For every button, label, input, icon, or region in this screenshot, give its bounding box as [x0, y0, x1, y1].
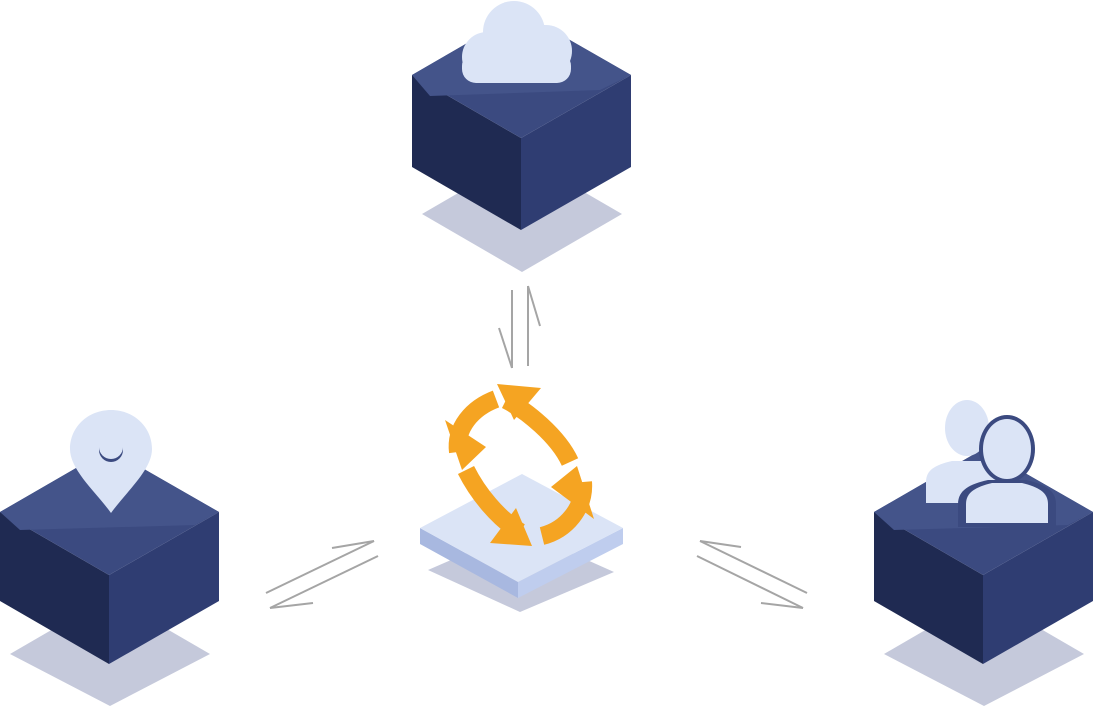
cloud-node-left-face: [412, 75, 521, 230]
connector-users-hub: [696, 540, 808, 609]
location-node: [0, 410, 219, 706]
connector-location-hub: [265, 540, 379, 609]
users-node-right-face: [983, 512, 1093, 664]
sync-hub-node: [420, 384, 623, 612]
users-icon: [926, 400, 1056, 527]
sync-hub-side-left: [420, 528, 518, 598]
location-pin-icon: [70, 410, 152, 513]
sync-hub-side-right: [518, 528, 623, 598]
users-node-left-face: [874, 512, 983, 664]
cloud-node-right-face: [521, 75, 631, 230]
connector-cloud-hub: [498, 285, 541, 369]
cloud-icon: [462, 1, 572, 83]
users-node: [874, 400, 1093, 706]
location-node-right-face: [109, 512, 219, 664]
sync-arrows-icon: [445, 384, 594, 546]
cloud-node: [412, 1, 631, 272]
location-node-left-face: [0, 512, 109, 664]
